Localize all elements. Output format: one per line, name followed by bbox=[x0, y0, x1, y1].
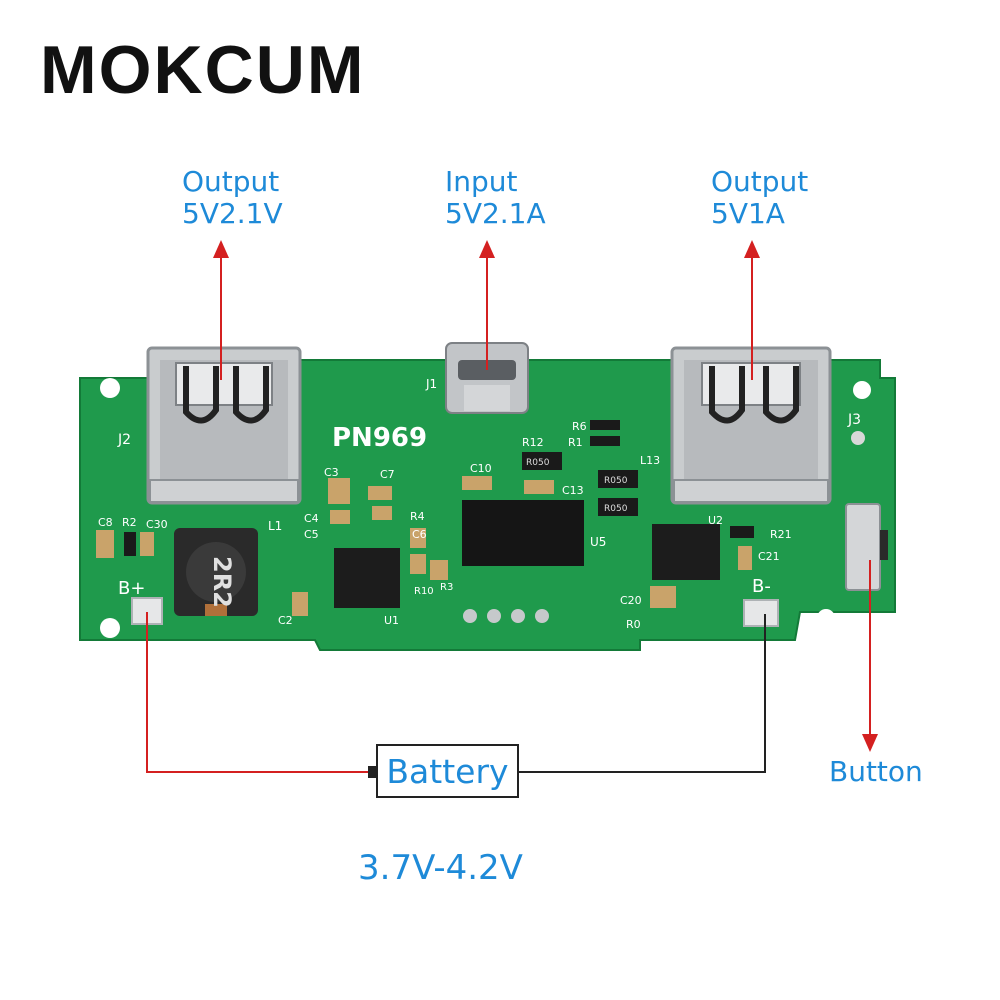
label-c5: C5 bbox=[304, 528, 319, 541]
battery-voltage-label: 3.7V-4.2V bbox=[358, 848, 523, 888]
battery-plus-wire bbox=[146, 612, 370, 773]
mounting-hole bbox=[851, 431, 865, 445]
resistor-code: R050 bbox=[526, 458, 550, 468]
output-left-value: 5V2.1V bbox=[182, 197, 283, 230]
battery-plus-terminal bbox=[368, 766, 376, 778]
inductor-marking: 2R2 bbox=[208, 556, 236, 608]
battery-label: Battery bbox=[386, 751, 509, 791]
input-title: Input bbox=[445, 165, 518, 198]
label-c30: C30 bbox=[146, 518, 168, 531]
label-c21: C21 bbox=[758, 550, 780, 563]
output-right-value: 5V1A bbox=[711, 197, 785, 230]
label-u5: U5 bbox=[590, 535, 606, 549]
battery-box: Battery bbox=[376, 744, 519, 798]
inductor-l1 bbox=[174, 528, 258, 616]
mounting-hole bbox=[100, 378, 120, 398]
label-r0: R0 bbox=[626, 618, 641, 631]
label-c13: C13 bbox=[562, 484, 584, 497]
smd-components bbox=[96, 420, 754, 616]
output-left-callout: Output 5V2.1V bbox=[182, 166, 283, 230]
label-j3: J3 bbox=[847, 412, 861, 428]
button-callout: Button bbox=[829, 755, 923, 788]
output-right-title: Output bbox=[711, 165, 809, 198]
ic-u1 bbox=[334, 548, 400, 608]
resistor-code: R050 bbox=[604, 504, 628, 514]
input-value: 5V2.1A bbox=[445, 197, 546, 230]
label-s1: S1 bbox=[856, 611, 871, 625]
label-c2: C2 bbox=[278, 614, 293, 627]
label-b-plus: B+ bbox=[118, 578, 145, 599]
label-r1: R1 bbox=[568, 436, 583, 449]
label-j2: J2 bbox=[117, 432, 131, 448]
mounting-hole bbox=[817, 609, 835, 627]
battery-minus-wire bbox=[519, 614, 766, 773]
input-callout: Input 5V2.1A bbox=[445, 166, 546, 230]
output-left-title: Output bbox=[182, 165, 280, 198]
battery-minus-pad bbox=[743, 599, 779, 627]
label-c8: C8 bbox=[98, 516, 113, 529]
ic-u5 bbox=[462, 500, 584, 566]
mounting-hole bbox=[100, 618, 120, 638]
label-r21: R21 bbox=[770, 528, 792, 541]
label-r12: R12 bbox=[522, 436, 544, 449]
label-c7: C7 bbox=[380, 468, 395, 481]
resistor-code: R050 bbox=[604, 476, 628, 486]
brand-logo-text: MOKCUM bbox=[40, 32, 366, 108]
label-r6: R6 bbox=[572, 420, 587, 433]
label-c20: C20 bbox=[620, 594, 642, 607]
board-model-label: PN969 bbox=[332, 423, 427, 453]
label-j1: J1 bbox=[425, 377, 437, 391]
label-l13: L13 bbox=[640, 454, 660, 467]
mounting-hole bbox=[853, 381, 871, 399]
label-c10: C10 bbox=[470, 462, 492, 475]
label-r3: R3 bbox=[440, 582, 453, 593]
label-u1: U1 bbox=[384, 614, 399, 627]
output-right-callout: Output 5V1A bbox=[711, 166, 808, 230]
label-b-minus: B- bbox=[752, 576, 771, 597]
label-c6: C6 bbox=[412, 528, 427, 541]
label-u2: U2 bbox=[708, 514, 723, 527]
label-c3: C3 bbox=[324, 466, 339, 479]
label-r4: R4 bbox=[410, 510, 425, 523]
switch-s1 bbox=[845, 503, 888, 591]
label-r2: R2 bbox=[122, 516, 137, 529]
label-l1: L1 bbox=[268, 519, 282, 533]
label-r10: R10 bbox=[414, 586, 434, 597]
test-pads bbox=[463, 609, 549, 623]
usb-port-left bbox=[146, 346, 302, 505]
ic-u2 bbox=[652, 524, 720, 580]
label-c4: C4 bbox=[304, 512, 319, 525]
